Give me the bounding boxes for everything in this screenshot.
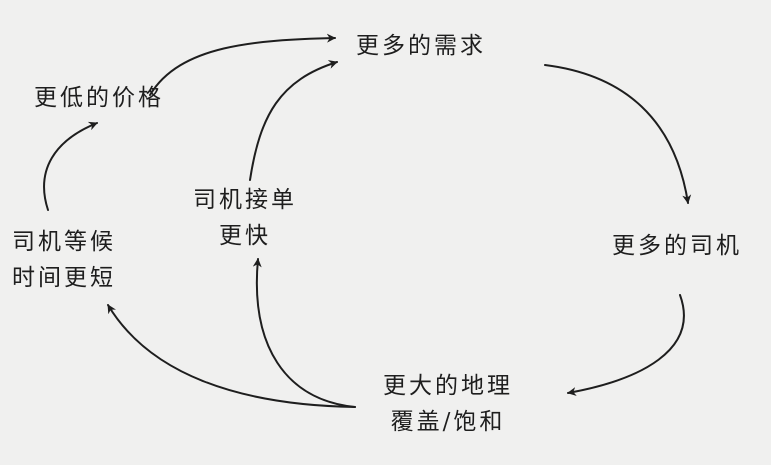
node-less-wait: 司机等候 时间更短 xyxy=(12,224,116,296)
node-coverage-line2: 覆盖/饱和 xyxy=(390,409,506,435)
node-more-demand-label: 更多的需求 xyxy=(356,33,486,59)
node-less-wait-line2: 时间更短 xyxy=(12,265,116,291)
arrow-coverage-to-pickup xyxy=(252,258,356,408)
arrow-coverage-to-wait xyxy=(107,304,356,408)
node-faster-pickup: 司机接单 更快 xyxy=(193,182,297,254)
arrow-pickup-to-demand xyxy=(249,60,338,181)
arrow-demand-to-drivers xyxy=(544,64,692,204)
arrow-price-to-demand xyxy=(149,33,336,96)
arrow-wait-to-price xyxy=(43,121,98,211)
node-coverage-line1: 更大的地理 xyxy=(383,373,513,399)
arrow-drivers-to-coverage xyxy=(567,294,685,396)
node-faster-pickup-line2: 更快 xyxy=(219,223,271,249)
node-more-drivers: 更多的司机 xyxy=(612,228,742,264)
node-coverage: 更大的地理 覆盖/饱和 xyxy=(383,368,513,440)
node-faster-pickup-line1: 司机接单 xyxy=(193,187,297,213)
node-more-demand: 更多的需求 xyxy=(356,28,486,64)
node-less-wait-line1: 司机等候 xyxy=(12,229,116,255)
node-lower-price: 更低的价格 xyxy=(34,80,164,116)
node-lower-price-label: 更低的价格 xyxy=(34,85,164,111)
node-more-drivers-label: 更多的司机 xyxy=(612,233,742,259)
